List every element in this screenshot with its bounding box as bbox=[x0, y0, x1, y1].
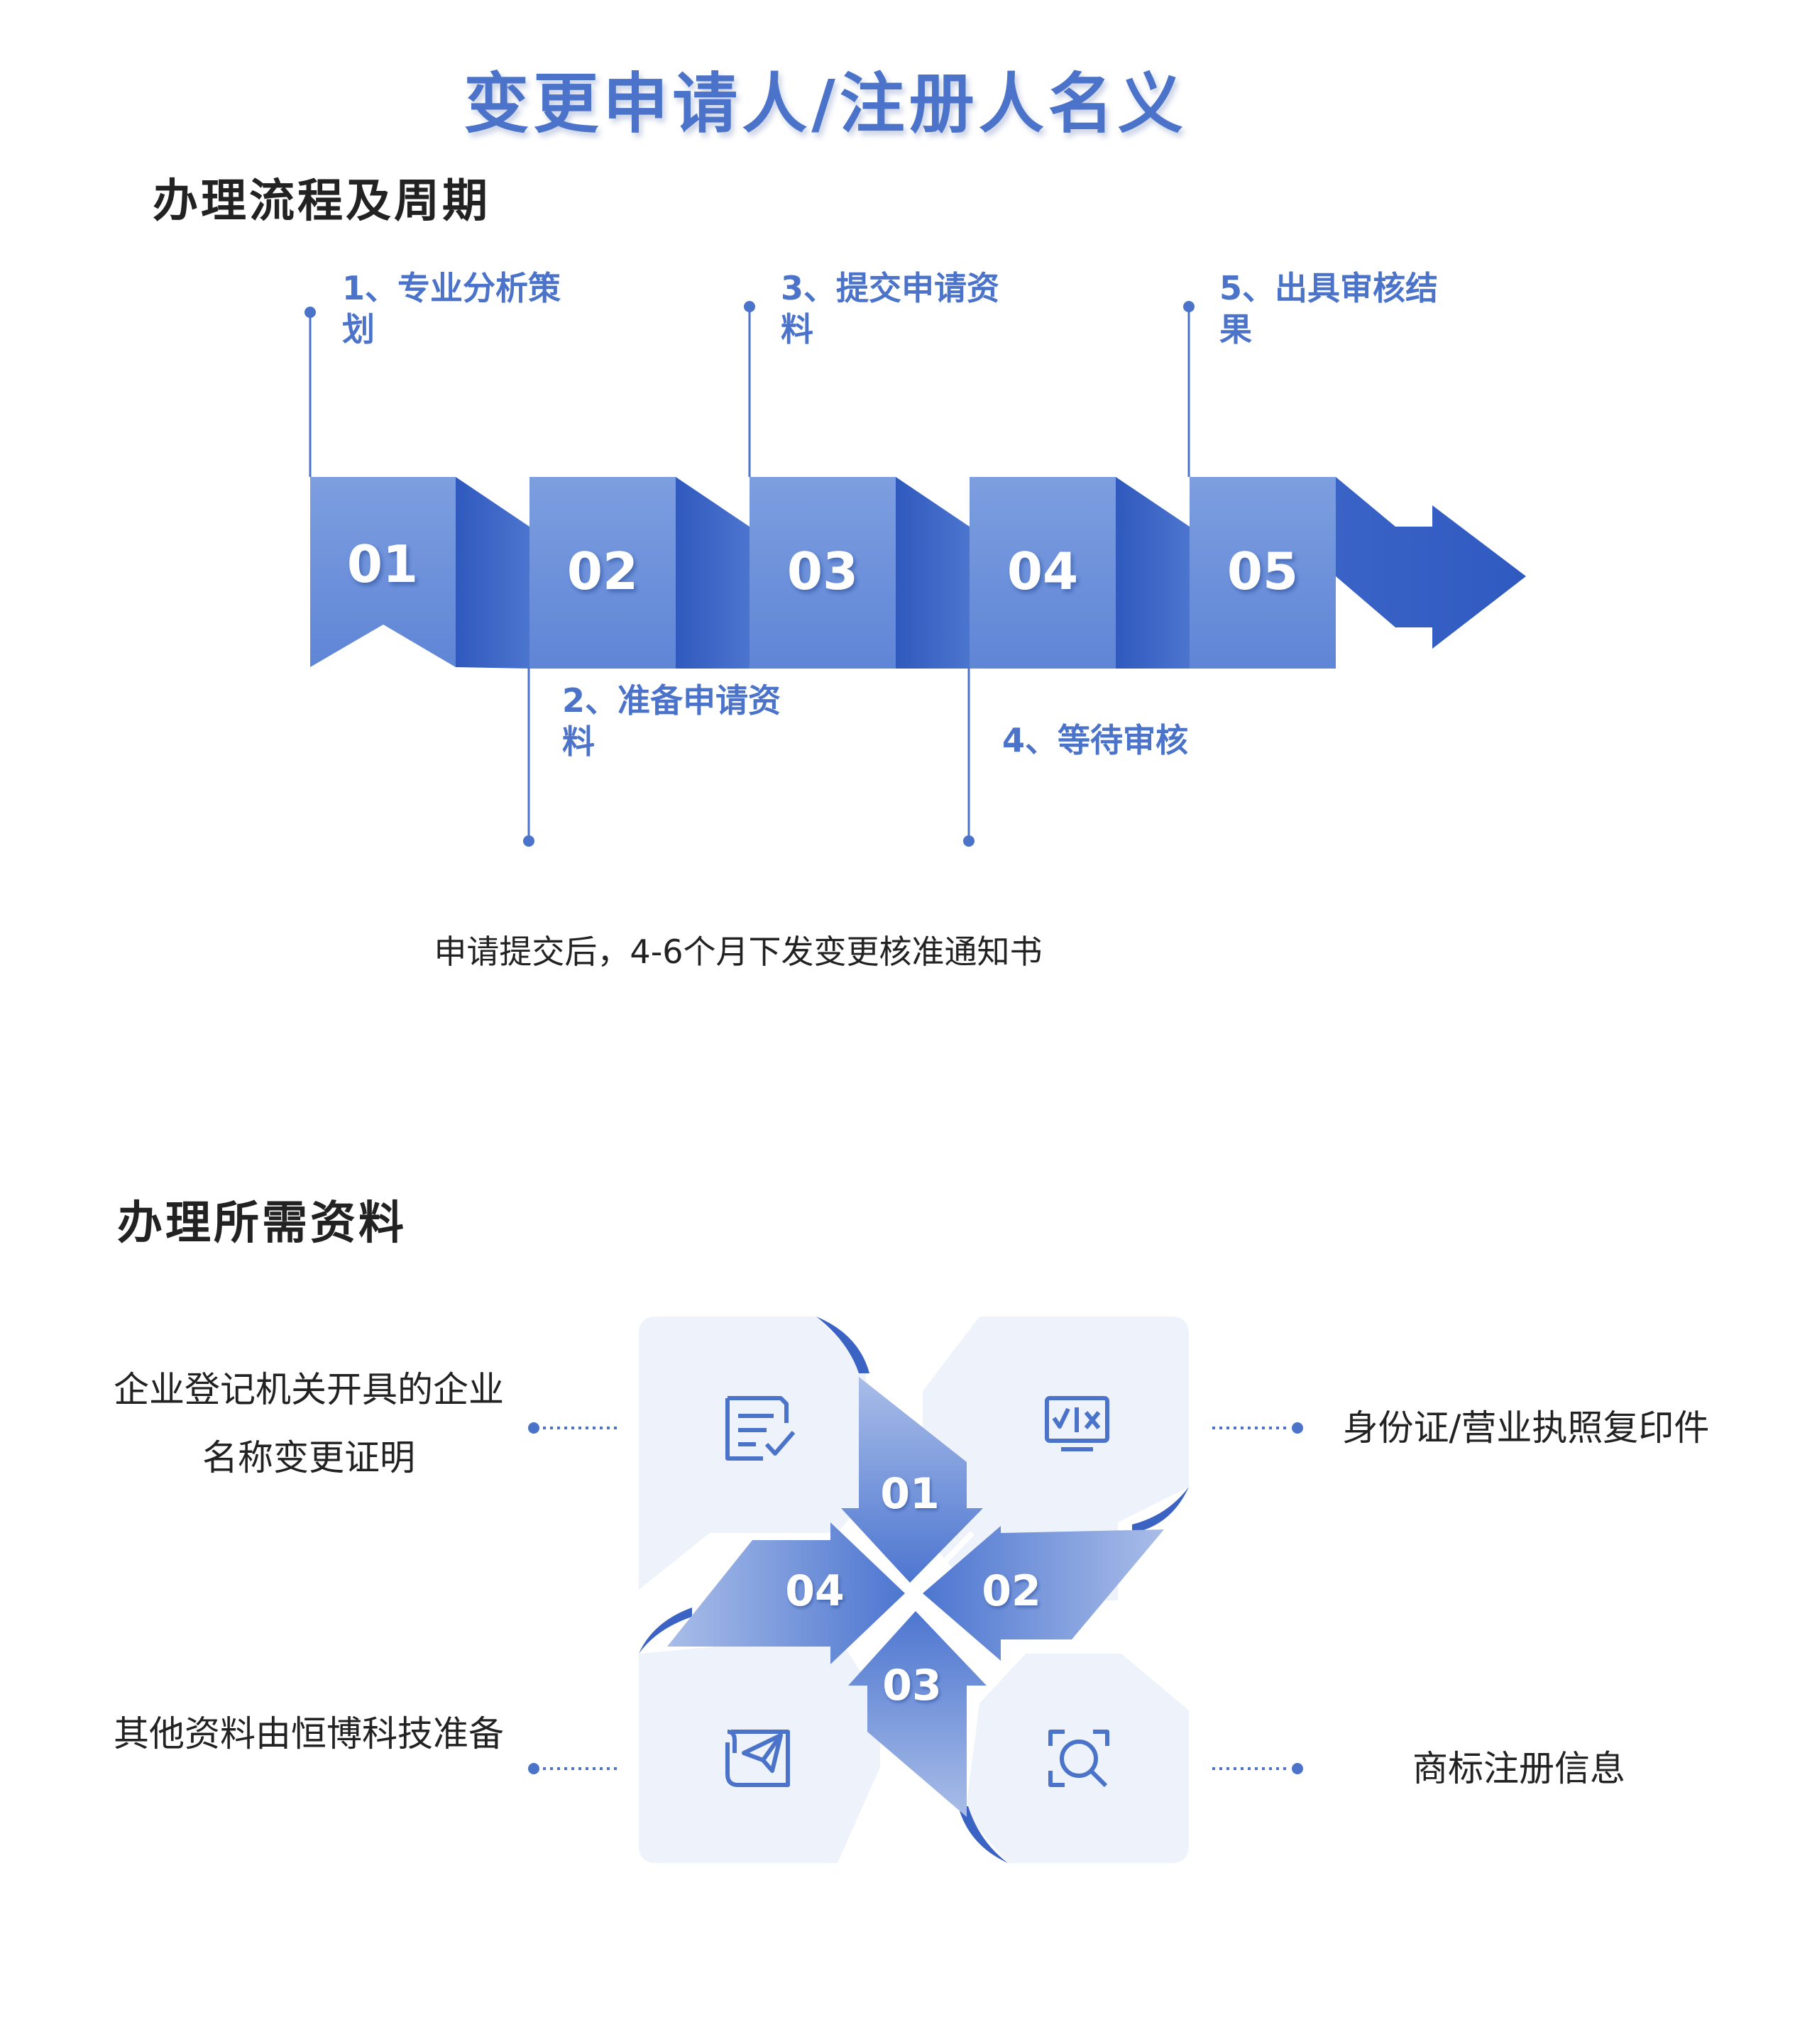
step-label-3: 3、提交申请资料 bbox=[781, 269, 1000, 348]
material-number-03: 03 bbox=[882, 1661, 942, 1710]
page-title: 变更申请人/注册人名义 bbox=[463, 66, 1187, 142]
swoosh-accent-1 bbox=[816, 1317, 869, 1373]
materials-heading: 办理所需资料 bbox=[117, 1197, 407, 1250]
step-1-callout bbox=[304, 307, 316, 477]
material-tile-01 bbox=[639, 1317, 866, 1590]
center-divider-b bbox=[853, 1531, 975, 1656]
material-label-04: 其他资料由恒博科技准备 bbox=[114, 1713, 504, 1754]
step-number-05: 05 bbox=[1227, 542, 1298, 601]
material-label-02: 身份证/营业执照复印件 bbox=[1342, 1407, 1710, 1449]
fold-4 bbox=[1116, 477, 1190, 669]
connector-03 bbox=[1212, 1763, 1303, 1774]
pinwheel-arm-03-fill bbox=[848, 1611, 987, 1817]
material-number-04: 04 bbox=[785, 1566, 845, 1616]
step-tile-01 bbox=[310, 477, 456, 667]
search-scan-icon bbox=[1048, 1730, 1109, 1788]
material-number-01: 01 bbox=[880, 1469, 940, 1519]
material-tile-02 bbox=[923, 1317, 1189, 1600]
connector-01 bbox=[528, 1422, 619, 1434]
step-tile-03 bbox=[750, 477, 896, 669]
step-5-callout bbox=[1183, 301, 1195, 477]
step-4-callout bbox=[963, 669, 975, 847]
material-number-02: 02 bbox=[982, 1566, 1041, 1616]
connector-02 bbox=[1212, 1422, 1303, 1434]
step-tile-05 bbox=[1190, 477, 1336, 669]
swoosh-accent-4 bbox=[639, 1608, 692, 1654]
material-label-03: 商标注册信息 bbox=[1412, 1748, 1625, 1789]
process-note: 申请提交后，4-6个月下发变更核准通知书 bbox=[434, 933, 1043, 971]
step-tile-02 bbox=[529, 477, 676, 669]
material-tile-03 bbox=[965, 1654, 1189, 1863]
fold-2 bbox=[676, 477, 750, 669]
swoosh-accent-2 bbox=[1132, 1487, 1189, 1533]
fold-3 bbox=[896, 477, 970, 669]
id-card-icon bbox=[1045, 1396, 1109, 1451]
step-3-callout bbox=[744, 301, 755, 477]
step-number-02: 02 bbox=[567, 542, 638, 601]
material-label-01: 企业登记机关开具的企业名称变更证明 bbox=[114, 1369, 504, 1478]
step-number-01: 01 bbox=[347, 534, 418, 594]
step-label-1: 1、专业分析策划 bbox=[342, 269, 561, 348]
material-tile-04 bbox=[639, 1647, 880, 1863]
step-tile-04 bbox=[970, 477, 1116, 669]
step-number-03: 03 bbox=[787, 542, 858, 601]
process-heading: 办理流程及周期 bbox=[153, 175, 490, 228]
document-check-icon bbox=[725, 1396, 796, 1461]
fold-1 bbox=[456, 477, 529, 669]
step-label-4: 4、等待审核 bbox=[1002, 721, 1189, 759]
step-2-callout bbox=[523, 669, 534, 847]
pinwheel-arm-02-fill bbox=[923, 1526, 1164, 1661]
process-arrow-diagram: 01 02 03 04 05 bbox=[304, 301, 1526, 847]
process-arrow-head bbox=[1336, 477, 1526, 649]
step-label-5: 5、出具审核结果 bbox=[1219, 269, 1439, 348]
scroll-send-icon bbox=[725, 1730, 790, 1787]
pinwheel-arm-01-fill bbox=[841, 1377, 983, 1583]
step-number-04: 04 bbox=[1007, 542, 1078, 601]
connector-04 bbox=[528, 1763, 619, 1774]
step-label-2: 2、准备申请资料 bbox=[562, 681, 781, 761]
pinwheel-arm-04-fill bbox=[667, 1522, 905, 1664]
swoosh-accent-3 bbox=[958, 1806, 1008, 1863]
